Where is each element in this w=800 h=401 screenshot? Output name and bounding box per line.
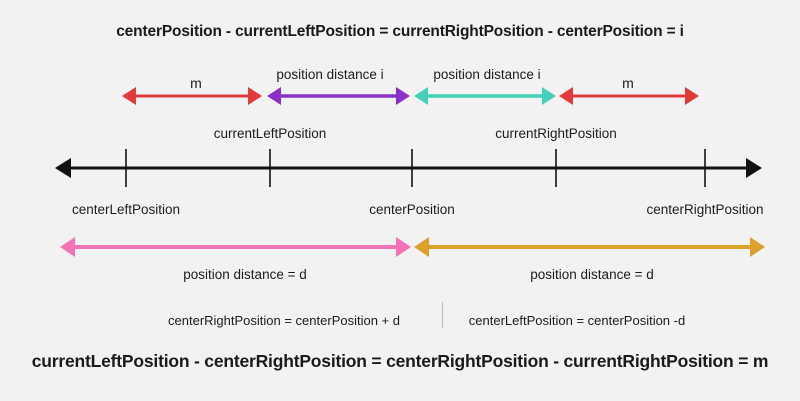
lower-arrow-group xyxy=(60,237,765,257)
right-position-distance-d-arrow-left-head xyxy=(414,237,429,257)
right-m-arrow-right-head xyxy=(685,87,699,105)
current-right-position-label: currentRightPosition xyxy=(495,126,617,141)
right-position-distance-i-arrow-right-head xyxy=(542,87,556,105)
right-position-distance-d-label: position distance = d xyxy=(530,267,654,282)
axis-left-head xyxy=(55,158,71,178)
right-position-distance-i-label: position distance i xyxy=(433,67,541,82)
center-right-position-label: centerRightPosition xyxy=(646,202,764,217)
right-m-arrow-label: m xyxy=(622,75,634,91)
left-position-distance-i-label: position distance i xyxy=(276,67,384,82)
current-left-position-label: currentLeftPosition xyxy=(213,126,327,141)
upper-arrow-group xyxy=(122,87,699,105)
axis-right-head xyxy=(746,158,762,178)
left-position-distance-d-arrow-right-head xyxy=(396,237,411,257)
left-position-distance-i-arrow-left-head xyxy=(267,87,281,105)
left-m-arrow-left-head xyxy=(122,87,136,105)
left-position-distance-i-arrow-right-head xyxy=(396,87,410,105)
left-position-distance-d-label: position distance = d xyxy=(183,267,307,282)
center-right-position-formula: centerRightPosition = centerPosition + d xyxy=(168,313,400,328)
top-equation: centerPosition - currentLeftPosition = c… xyxy=(116,23,684,40)
left-m-arrow-label: m xyxy=(190,75,202,91)
right-m-arrow-left-head xyxy=(559,87,573,105)
left-m-arrow-right-head xyxy=(248,87,262,105)
formula-divider xyxy=(442,302,443,328)
center-left-position-label: centerLeftPosition xyxy=(71,202,181,217)
center-position-label: centerPosition xyxy=(369,202,455,217)
center-left-position-formula: centerLeftPosition = centerPosition -d xyxy=(468,313,686,328)
right-position-distance-i-arrow-left-head xyxy=(414,87,428,105)
right-position-distance-d-arrow-right-head xyxy=(750,237,765,257)
number-axis-group xyxy=(55,149,762,187)
left-position-distance-d-arrow-left-head xyxy=(60,237,75,257)
bottom-equation: currentLeftPosition - centerRightPositio… xyxy=(31,351,769,371)
